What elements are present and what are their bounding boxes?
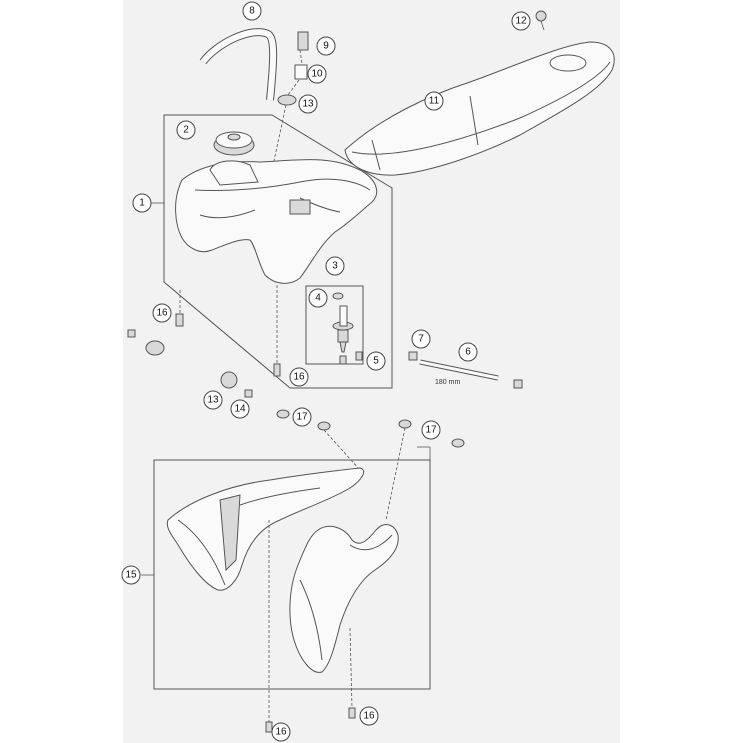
spoiler-left xyxy=(166,467,365,591)
tank-screw-right xyxy=(273,285,281,377)
callout-13-lower: 13 xyxy=(203,390,223,410)
filler-cap xyxy=(213,131,255,156)
callout-5: 5 xyxy=(366,351,386,371)
spoiler-screws xyxy=(276,409,465,521)
svg-text:7: 7 xyxy=(418,334,424,345)
svg-text:8: 8 xyxy=(249,6,255,17)
seat xyxy=(344,41,615,176)
svg-text:16: 16 xyxy=(293,372,305,383)
callout-6: 6 xyxy=(458,342,478,362)
svg-text:14: 14 xyxy=(234,404,246,415)
spoiler-right xyxy=(289,524,399,673)
spoiler-screw-right xyxy=(348,627,356,719)
fuel-tank-group-frame xyxy=(163,114,393,389)
svg-text:9: 9 xyxy=(323,41,329,52)
callout-3: 3 xyxy=(325,256,345,276)
callout-2: 2 xyxy=(176,120,196,140)
svg-text:2: 2 xyxy=(183,125,189,136)
callout-12: 12 xyxy=(511,11,531,31)
fuel-tap-screws xyxy=(339,351,363,365)
svg-text:17: 17 xyxy=(296,412,308,423)
callout-16-tank-right: 16 xyxy=(289,367,309,387)
callout-7: 7 xyxy=(411,329,431,349)
fuel-tap xyxy=(332,292,354,353)
callout-17-right: 17 xyxy=(421,420,441,440)
svg-text:12: 12 xyxy=(515,16,527,27)
svg-text:16: 16 xyxy=(275,727,287,738)
svg-text:5: 5 xyxy=(373,356,379,367)
callout-leaders xyxy=(141,202,431,576)
callout-14: 14 xyxy=(230,399,250,419)
svg-text:17: 17 xyxy=(425,425,437,436)
svg-text:1: 1 xyxy=(139,198,145,209)
rubber-bushing-left xyxy=(127,329,165,356)
svg-text:10: 10 xyxy=(311,69,323,80)
svg-text:16: 16 xyxy=(156,308,168,319)
callout-10: 10 xyxy=(307,64,327,84)
spoiler-group-frame xyxy=(153,459,431,690)
callout-13-upper: 13 xyxy=(298,94,318,114)
callout-16-tank-left: 16 xyxy=(152,303,172,323)
callout-1: 1 xyxy=(132,193,152,213)
callout-17-left: 17 xyxy=(292,407,312,427)
callout-4: 4 xyxy=(308,288,328,308)
svg-text:11: 11 xyxy=(429,96,440,107)
svg-text:13: 13 xyxy=(207,395,219,406)
breather-valve xyxy=(271,31,309,171)
spoiler-screw-left xyxy=(265,520,273,733)
svg-text:3: 3 xyxy=(332,261,338,272)
fuel-tank xyxy=(175,159,378,284)
callout-16-spoiler-right: 16 xyxy=(359,706,379,726)
callout-15: 15 xyxy=(121,565,141,585)
tank-screw-left xyxy=(175,290,184,327)
seat-fastener xyxy=(535,10,547,31)
fuel-line-length-label: 180 mm xyxy=(435,379,460,386)
fuel-tap-group-frame xyxy=(305,285,364,365)
svg-text:16: 16 xyxy=(363,711,375,722)
callout-8: 8 xyxy=(242,1,262,21)
rubber-bushing-lower xyxy=(220,371,253,398)
svg-text:4: 4 xyxy=(315,293,321,304)
svg-text:6: 6 xyxy=(465,347,471,358)
callout-9: 9 xyxy=(316,36,336,56)
callout-16-spoiler-left: 16 xyxy=(271,722,291,742)
svg-text:13: 13 xyxy=(302,99,314,110)
svg-text:15: 15 xyxy=(125,570,137,581)
fuel-hose xyxy=(199,28,278,101)
fuel-line xyxy=(408,351,523,389)
callout-11: 11 xyxy=(424,91,444,111)
